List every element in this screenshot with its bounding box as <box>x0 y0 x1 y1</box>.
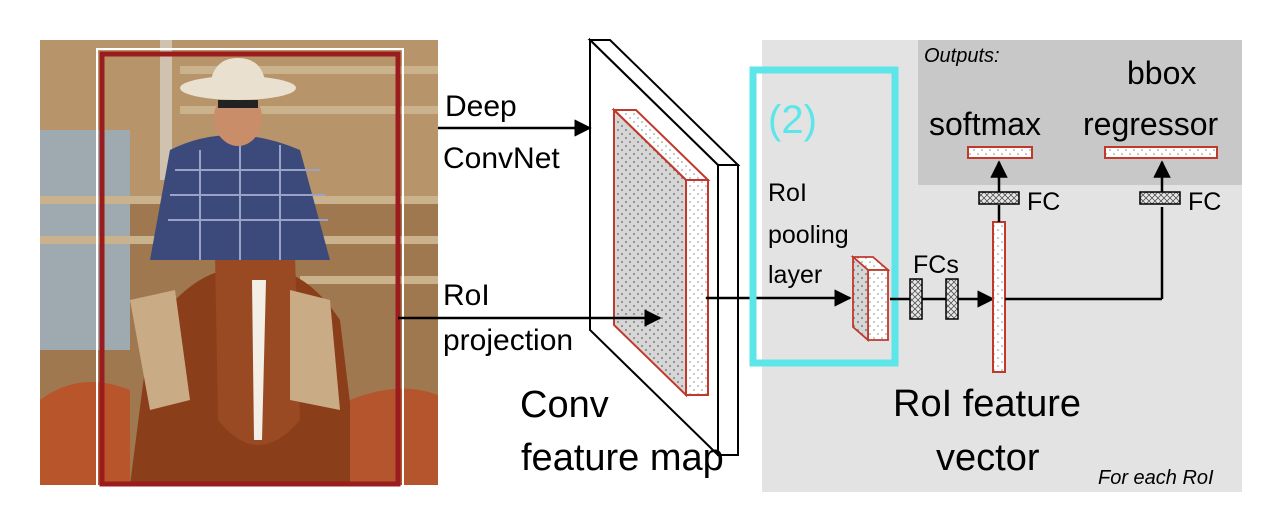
label-feature-map: feature map <box>521 437 724 479</box>
label-convnet: ConvNet <box>443 142 560 175</box>
label-bbox: bbox <box>1127 55 1196 91</box>
label-softmax: softmax <box>929 106 1041 142</box>
label-outputs: Outputs: <box>924 45 1000 67</box>
label-roi-feature: RoI feature <box>893 383 1081 425</box>
label-fc-right: FC <box>1188 188 1221 216</box>
step-number: (2) <box>768 98 817 142</box>
label-roi-pool-3: layer <box>768 261 822 289</box>
step-highlight-box <box>749 66 899 367</box>
label-roi: RoI <box>443 279 490 312</box>
bbox-output-vector <box>1104 146 1218 159</box>
fc-block-2 <box>945 278 959 320</box>
label-roi-pool-1: RoI <box>768 179 807 207</box>
cowgirl-on-horse-photo <box>40 40 438 485</box>
roi-pooled-feature <box>850 255 891 342</box>
softmax-output-vector <box>967 146 1033 159</box>
label-conv: Conv <box>520 384 609 426</box>
roi-box <box>99 51 401 487</box>
fc-bbox-block <box>1139 191 1181 205</box>
label-for-each-roi: For each RoI <box>1098 467 1214 489</box>
label-fc-left: FC <box>1027 188 1060 216</box>
label-fcs: FCs <box>913 251 959 279</box>
label-vector: vector <box>936 437 1040 479</box>
fc-softmax-block <box>978 191 1020 205</box>
outputs-panel <box>918 40 1242 185</box>
label-projection: projection <box>443 324 573 357</box>
fc-block-1 <box>909 278 923 320</box>
projected-roi-region <box>611 107 711 398</box>
label-deep: Deep <box>445 90 517 123</box>
label-regressor: regressor <box>1083 106 1219 142</box>
label-roi-pool-2: pooling <box>768 221 849 249</box>
roi-feature-vector <box>992 221 1006 373</box>
